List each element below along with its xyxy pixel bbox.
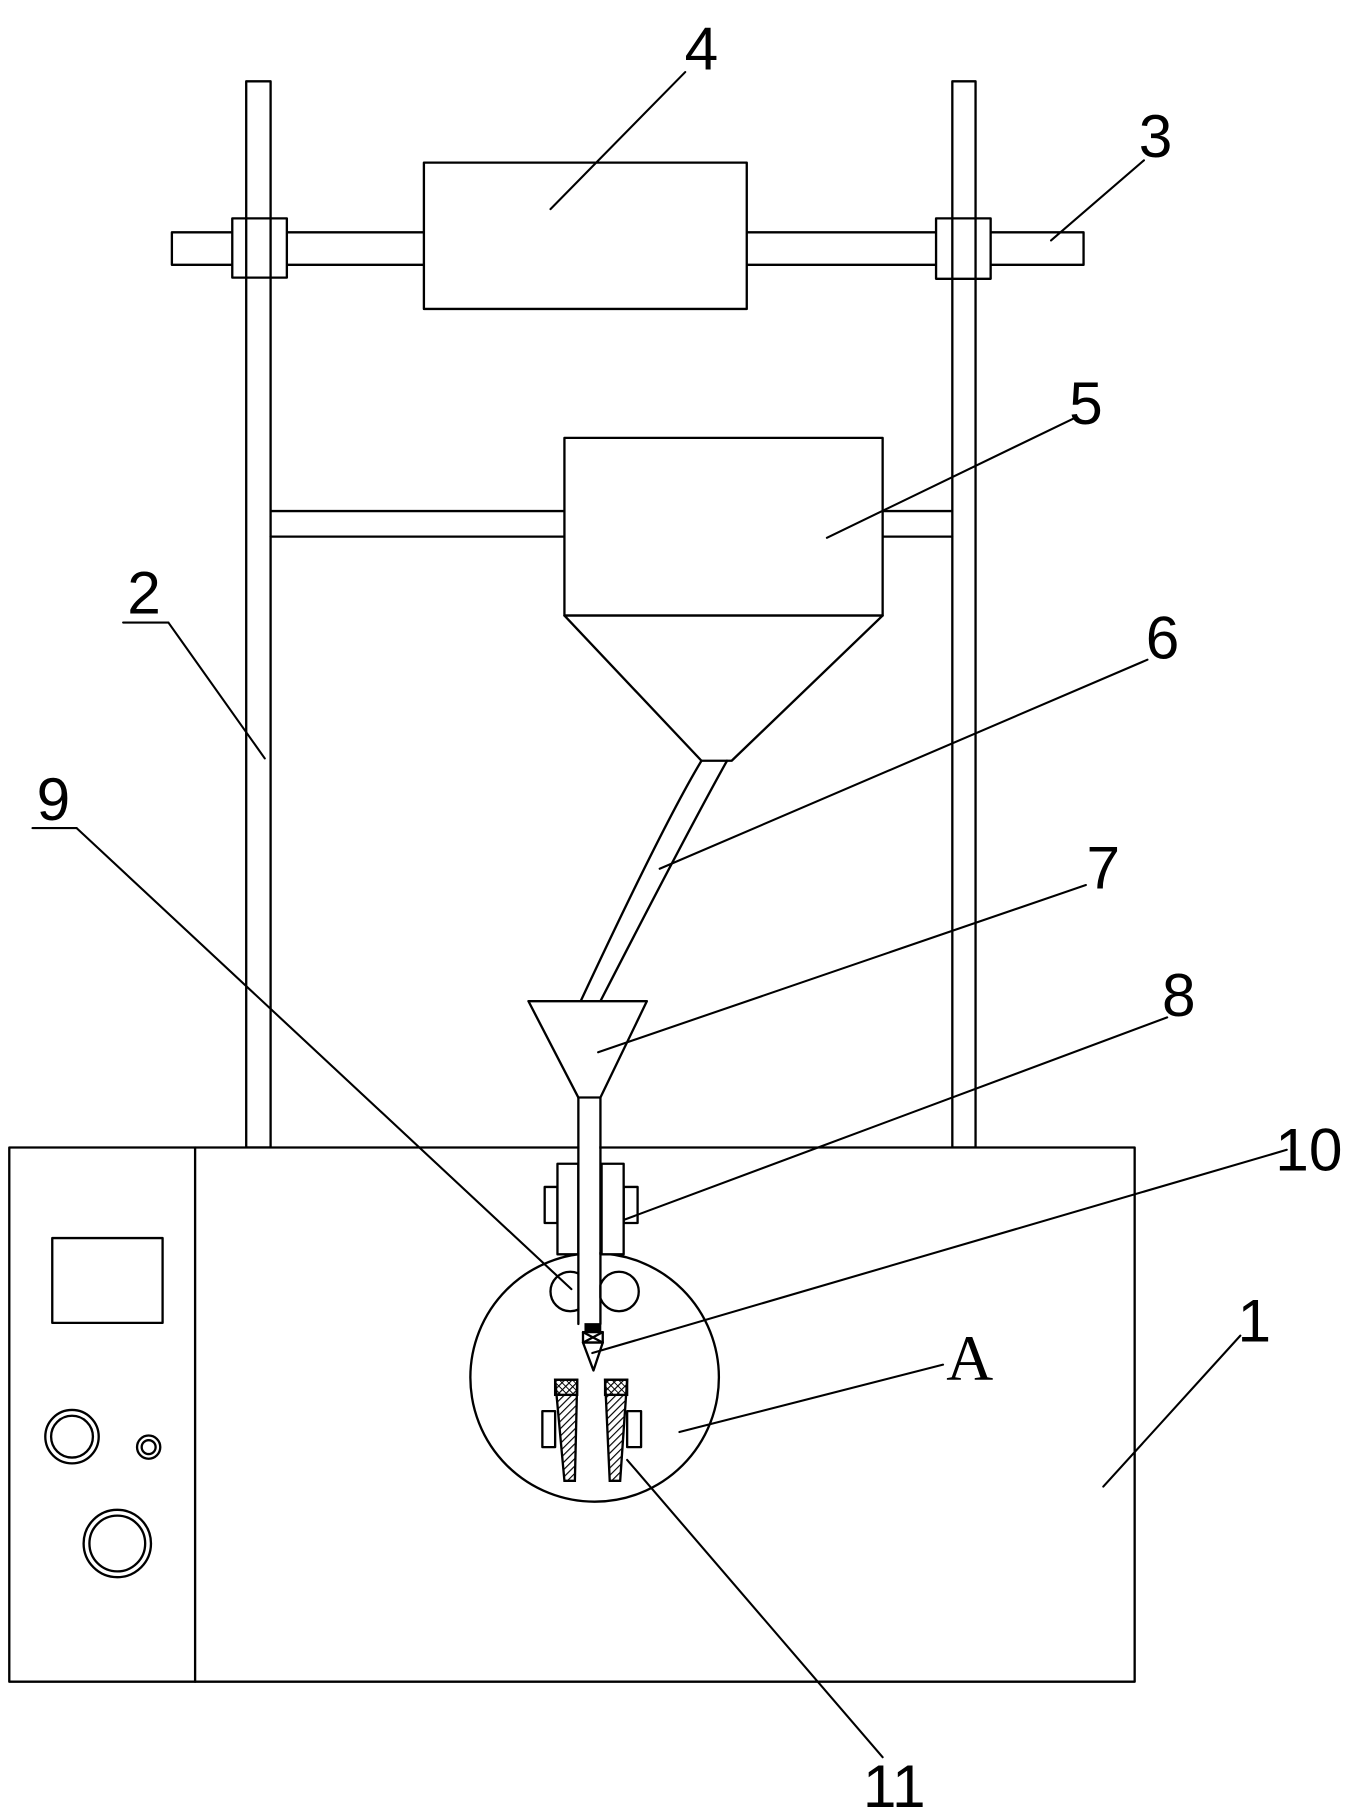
leader-line-3 [1051,160,1144,240]
callout-label-9: 9 [37,765,71,833]
callout-label-a: A [946,1323,993,1395]
callout-label-5: 5 [1069,369,1103,437]
bearing-collar-left [232,218,287,277]
guide-wheel-right [599,1272,638,1311]
callout-label-10: 10 [1275,1116,1342,1184]
hopper-box [564,438,882,616]
callout-label-2: 2 [127,558,161,626]
callout-label-4: 4 [685,15,719,83]
display-screen [52,1238,162,1323]
drive-box [424,163,747,309]
callout-label-7: 7 [1087,833,1121,901]
funnel [528,1001,646,1097]
vertical-feed-pipe [578,1098,600,1324]
hopper-cone [564,616,882,761]
callout-label-1: 1 [1237,1286,1271,1354]
bearing-collar-right [936,218,991,278]
callout-label-3: 3 [1139,102,1173,170]
callout-label-8: 8 [1162,961,1196,1029]
leader-line-7 [598,885,1086,1052]
callout-label-11: 11 [863,1752,926,1813]
feed-tube [581,761,727,1001]
callout-label-6: 6 [1146,604,1180,672]
